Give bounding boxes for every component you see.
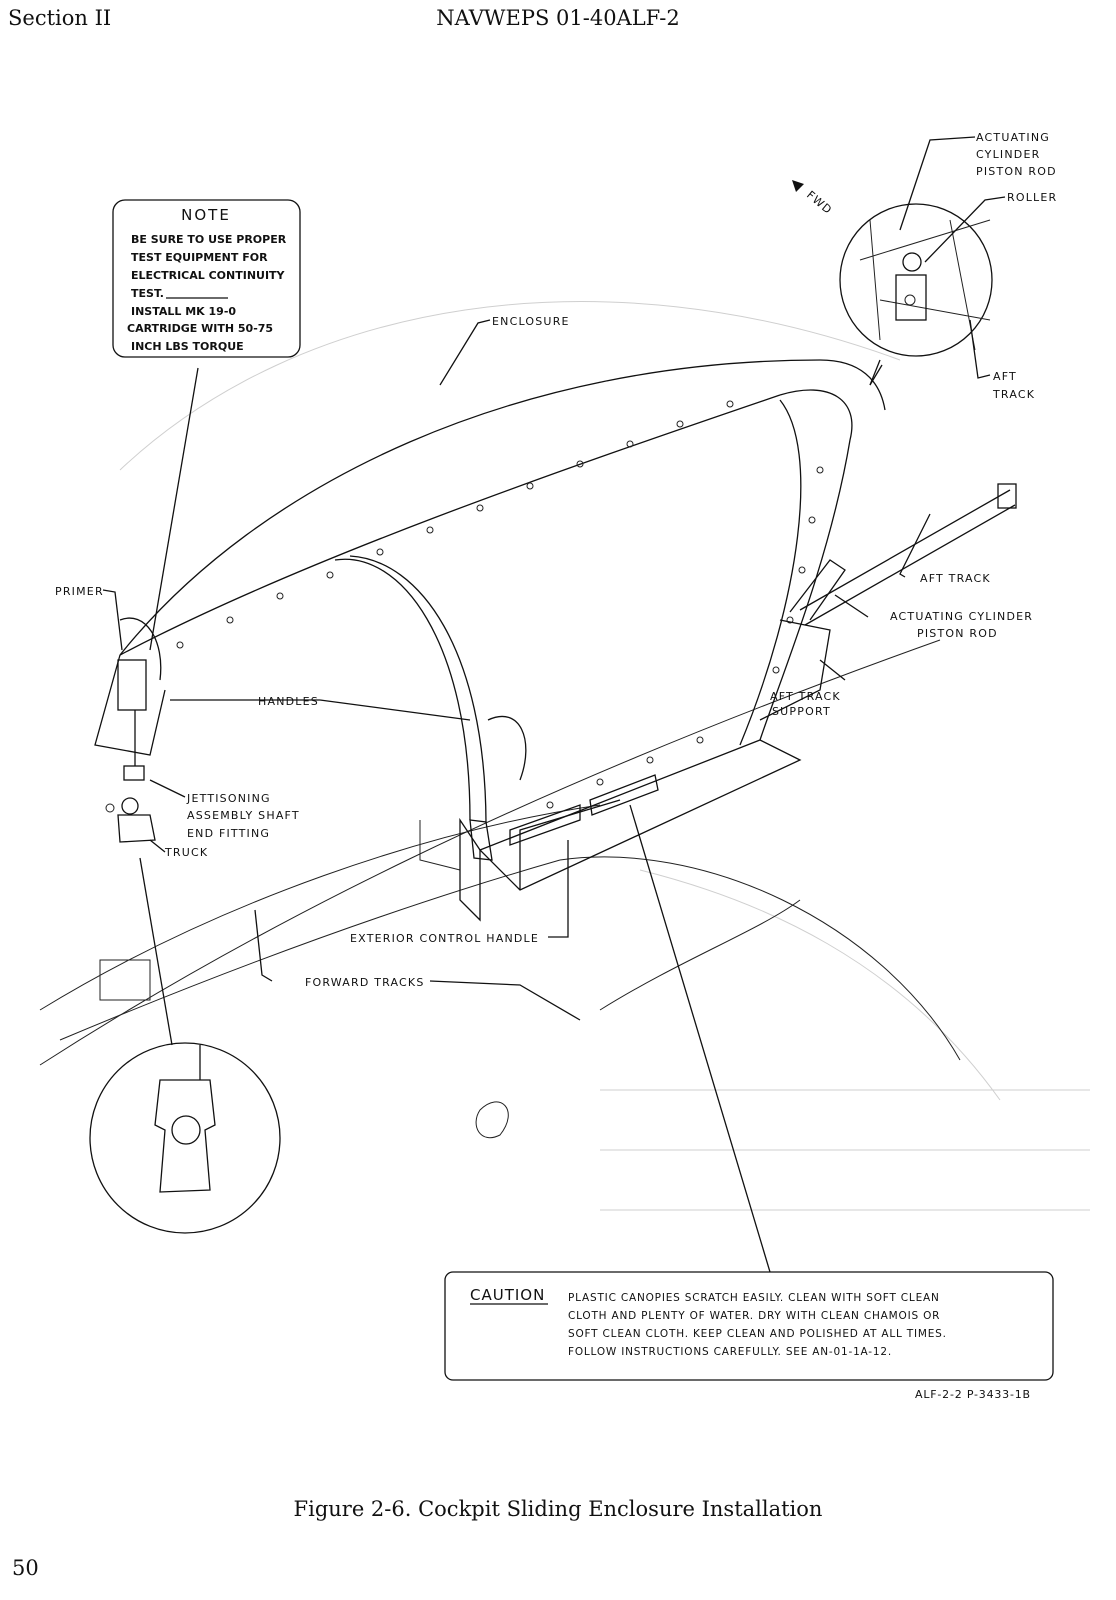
label-actuating-cylinder-1: ACTUATING [976,131,1050,144]
label-jettisoning-2: ASSEMBLY SHAFT [187,809,300,822]
enclosure-canopy [94,359,886,922]
fuselage-lines [39,639,961,1066]
section-label: Section II [8,6,112,30]
document-number: NAVWEPS 01-40ALF-2 [436,6,680,30]
note-line-2: TEST EQUIPMENT FOR [131,251,268,264]
label-handles: HANDLES [258,695,319,708]
page-number: 50 [12,1556,39,1580]
caution-line-4: FOLLOW INSTRUCTIONS CAREFULLY. SEE AN-01… [568,1346,892,1358]
figure-code: ALF-2-2 P-3433-1B [915,1388,1031,1401]
note-line-4: TEST. [131,287,164,300]
label-fwd: FWD [804,188,835,217]
fwd-arrow-icon [792,180,804,192]
caution-heading: CAUTION [470,1286,545,1304]
handle-assemblies [119,617,527,781]
label-actuating-cylinder-piston-rod-2: PISTON ROD [917,627,998,640]
label-jettisoning-1: JETTISONING [186,792,271,805]
note-line-1: BE SURE TO USE PROPER [131,233,287,246]
label-truck: TRUCK [164,846,208,859]
label-roller: ROLLER [1007,191,1057,204]
label-primer: PRIMER [55,585,104,598]
aft-track-assembly [759,483,1017,721]
figure-caption: Figure 2-6. Cockpit Sliding Enclosure In… [293,1497,823,1521]
caution-line-2: CLOTH AND PLENTY OF WATER. DRY WITH CLEA… [568,1310,940,1322]
label-enclosure: ENCLOSURE [492,315,570,328]
label-actuating-cylinder-piston-rod-1: ACTUATING CYLINDER [890,610,1033,623]
callout-labels: ACTUATING CYLINDER PISTON ROD ROLLER AFT… [55,131,1057,989]
caution-line-3: SOFT CLEAN CLOTH. KEEP CLEAN AND POLISHE… [568,1328,947,1340]
note-box: NOTE BE SURE TO USE PROPER TEST EQUIPMEN… [112,199,301,358]
rivets [176,400,824,809]
note-line-7: INCH LBS TORQUE [131,340,244,353]
note-title: NOTE [181,206,231,224]
label-actuating-cylinder-3: PISTON ROD [976,165,1057,178]
caution-line-1: PLASTIC CANOPIES SCRATCH EASILY. CLEAN W… [568,1292,940,1304]
roller-detail-circle [839,203,993,386]
note-line-6: CARTRIDGE WITH 50-75 [127,322,273,335]
note-line-3: ELECTRICAL CONTINUITY [131,269,286,282]
truck-detail-circle [89,1042,509,1234]
label-aft-track-detail-1: AFT [993,370,1017,383]
label-aft-track-support-1: AFT TRACK [770,690,841,703]
label-aft-track-detail-2: TRACK [992,388,1035,401]
label-aft-track-support-2: SUPPORT [772,705,831,718]
label-actuating-cylinder-2: CYLINDER [976,148,1040,161]
label-end-fitting: END FITTING [187,827,270,840]
jettison-assembly [105,659,156,843]
caution-box: CAUTION PLASTIC CANOPIES SCRATCH EASILY.… [444,1271,1054,1381]
label-forward-tracks: FORWARD TRACKS [305,976,425,989]
canopy-bow [334,555,493,861]
leader-lines [102,136,1006,1273]
label-exterior-control-handle: EXTERIOR CONTROL HANDLE [350,932,539,945]
exterior-control-handle [509,774,659,846]
label-aft-track: AFT TRACK [920,572,991,585]
note-line-5: INSTALL MK 19-0 [131,305,236,318]
background-bleed-through [119,301,1090,1211]
